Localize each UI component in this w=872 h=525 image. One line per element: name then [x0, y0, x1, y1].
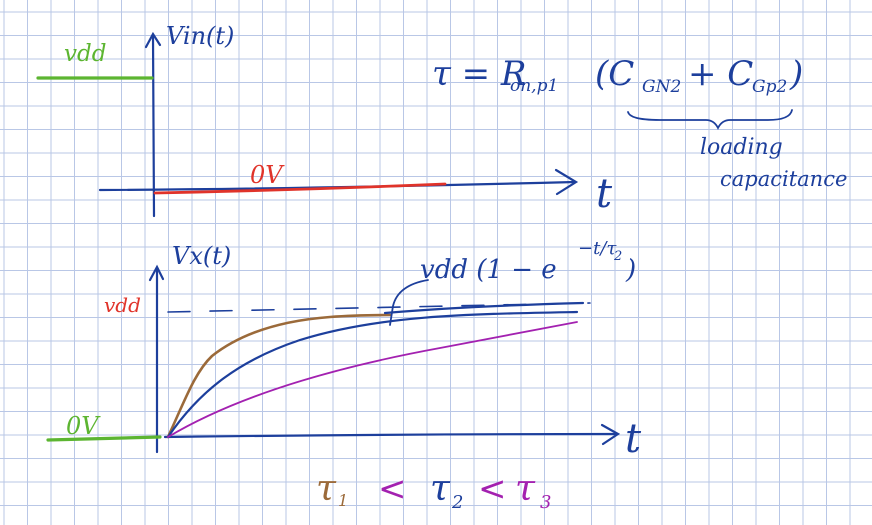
tau1-symbol: τ — [316, 468, 337, 509]
response-curve-tau1 — [166, 313, 392, 439]
tau2-subscript: 2 — [451, 492, 463, 513]
top-y-axis — [151, 34, 156, 218]
bottom-plot: Vx(t) vdd 0V t vdd (1 − e −t/τ 2 ) — [46, 238, 642, 462]
tau-formula: τ = R on,p1 (C GN2 + C Gp2 ) loading cap… — [432, 54, 847, 191]
top-y-axis-label: Vin(t) — [166, 22, 234, 50]
tau2-symbol: τ — [430, 468, 451, 509]
bottom-x-axis — [163, 432, 617, 439]
bottom-y-axis-label: Vx(t) — [172, 242, 231, 270]
curve-label-exponent-sub: 2 — [613, 249, 622, 264]
tau1-subscript: 1 — [338, 491, 348, 510]
formula-cgn2-subscript: GN2 — [642, 77, 681, 97]
formula-ron-subscript: on,p1 — [510, 76, 558, 96]
curve-label-pointer — [389, 279, 429, 326]
top-plot: Vin(t) vdd 0V t — [36, 22, 613, 218]
bottom-x-axis-arrowhead — [600, 423, 621, 446]
bottom-y-axis-arrowhead — [148, 264, 165, 282]
response-curve-tau2 — [166, 310, 579, 439]
top-y-axis-arrowhead — [144, 31, 162, 49]
formula-close-paren: ) — [789, 54, 803, 94]
top-x-axis-arrowhead — [554, 168, 579, 196]
tau3-subscript: 3 — [540, 492, 551, 513]
curve-label-suffix: ) — [625, 255, 636, 285]
tau-inequality: τ 1 < τ 2 < τ 3 — [316, 468, 551, 513]
top-x-axis-label: t — [596, 171, 613, 217]
top-zero-input-line — [153, 182, 447, 195]
bottom-zero-initial-line — [46, 435, 162, 442]
formula-open-c: (C — [595, 54, 634, 94]
less-than-2: < — [478, 469, 507, 509]
bottom-zero-label: 0V — [66, 412, 101, 440]
bottom-vdd-label: vdd — [104, 293, 141, 317]
formula-cgp2-subscript: Gp2 — [752, 77, 787, 97]
loading-label-line2: capacitance — [720, 167, 847, 191]
formula-plus-c: + C — [688, 54, 753, 94]
loading-brace — [627, 109, 793, 131]
formula-tau-equals-r: τ = R — [432, 54, 527, 94]
bottom-x-axis-label: t — [625, 416, 642, 462]
curve-label-prefix: vdd (1 − e — [420, 255, 557, 285]
response-curve-tau3 — [167, 321, 578, 438]
top-zero-label: 0V — [250, 161, 285, 189]
less-than-1: < — [378, 469, 407, 509]
loading-label-line1: loading — [700, 135, 783, 160]
curve-label-exponent: −t/τ — [578, 238, 617, 259]
top-vdd-label: vdd — [64, 41, 106, 67]
response-curve-tau2-ext — [383, 301, 585, 315]
tau3-symbol: τ — [515, 468, 536, 509]
